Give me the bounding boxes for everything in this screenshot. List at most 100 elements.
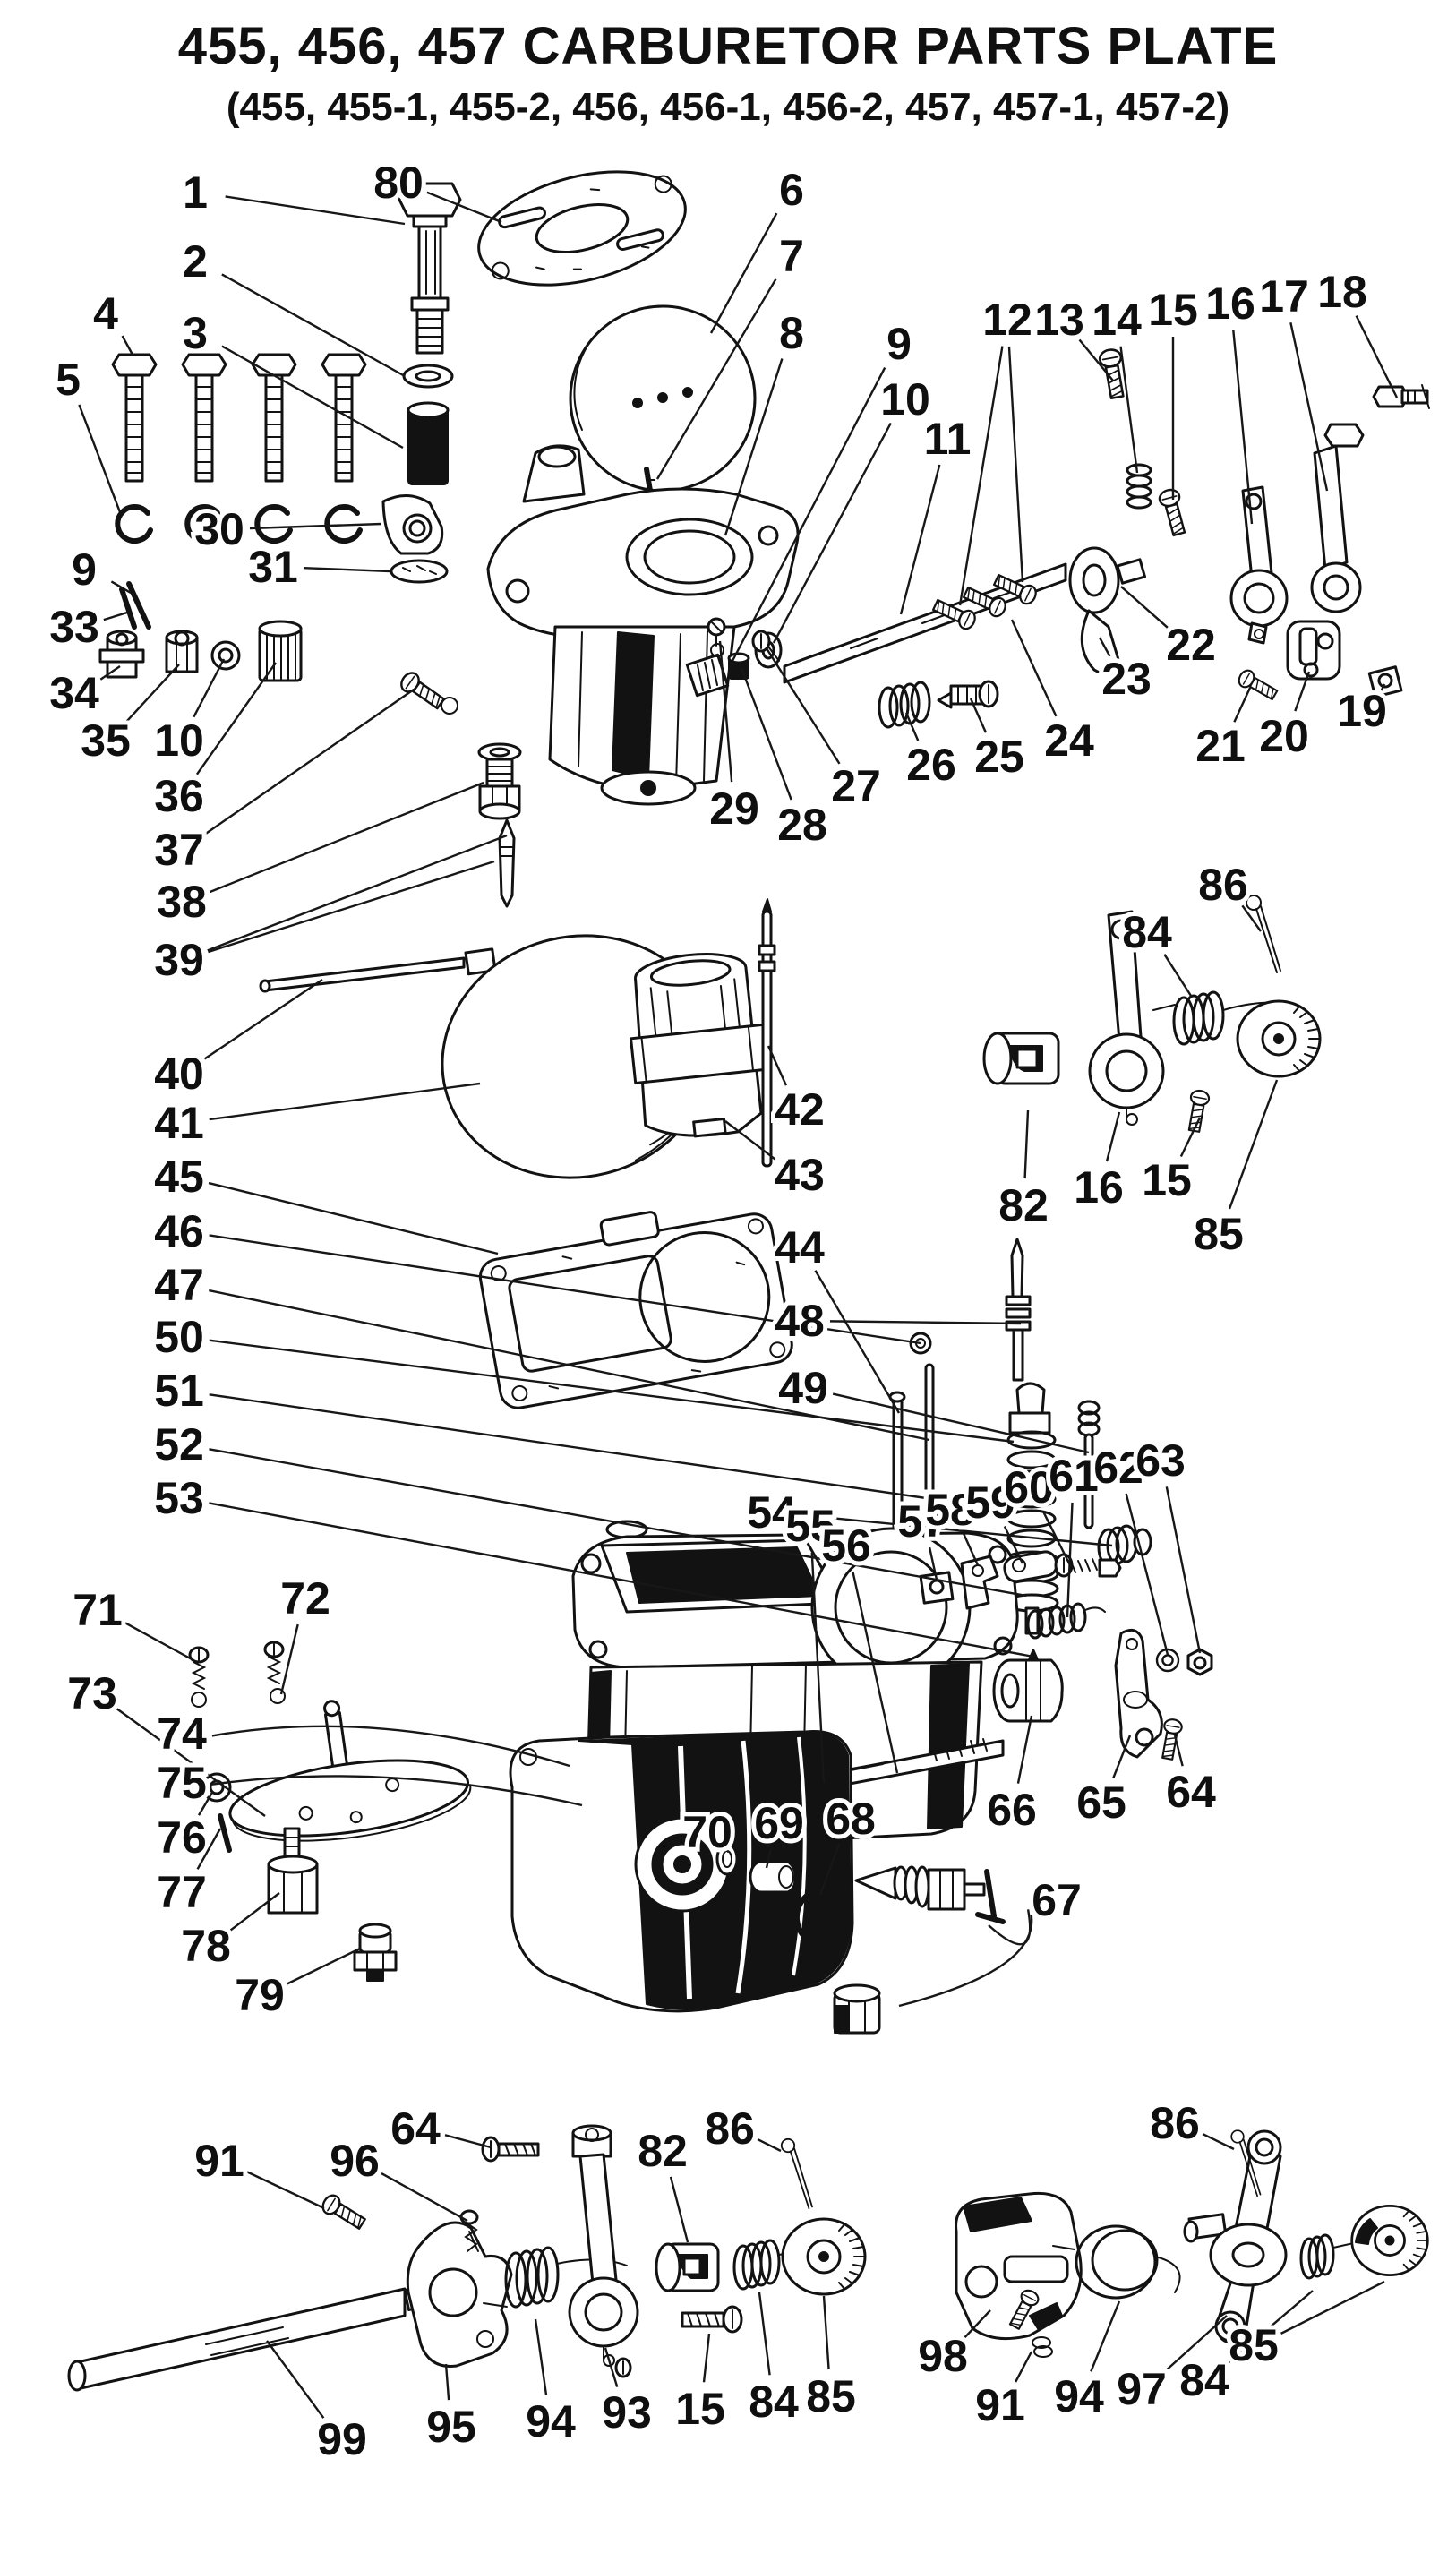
callout-29: 29 [709,784,759,834]
leader-line-57 [928,1546,938,1581]
callout-64: 64 [1166,1767,1216,1817]
leader-line-72 [279,1623,299,1695]
leader-line-59 [1003,1525,1024,1564]
part-knurled-nut-b [781,2217,867,2296]
callout-85: 85 [1194,1209,1244,1259]
part-screw-15b [681,2305,743,2334]
callout-82: 82 [638,2126,688,2176]
leader-line-64 [1173,1735,1184,1767]
part-choke-housing-98 [955,2191,1083,2341]
leader-line-86 [1202,2132,1235,2151]
callout-44: 44 [775,1222,825,1272]
part-pump-arm-65 [1114,1628,1163,1759]
part-needle-seat-assembly [854,1865,1006,1924]
leader-line-98 [964,2309,991,2339]
leader-line-11 [899,464,941,615]
leader-line-91 [1015,2351,1033,2383]
part-elbow-fitting [381,494,444,555]
leader-line-69 [765,1848,773,1869]
part-plunger-sleeve [407,401,450,485]
callout-95: 95 [426,2402,476,2452]
leader-line-55 [810,1552,826,1783]
callout-39: 39 [154,935,204,985]
callout-49: 49 [778,1363,828,1413]
leader-line-74 [211,1725,570,1768]
leader-line-22 [1120,586,1169,629]
part-screw-64b [481,2136,540,2163]
leader-line-18 [1355,315,1399,398]
leader-line-84 [758,2292,771,2376]
part-vent-screw [397,668,458,715]
leader-line-27 [765,647,841,765]
part-shaft-lever [1068,546,1147,675]
leader-line-61 [1066,1502,1074,1618]
callout-30: 30 [194,504,244,554]
part-inlet-nut [165,630,199,673]
leader-line-15 [702,2333,711,2383]
leader-line-29 [718,640,733,783]
callout-61: 61 [1049,1451,1099,1501]
part-pump-diaphragm [228,1700,472,1842]
part-cam-lever-95 [406,2221,513,2368]
callout-85: 85 [1229,2320,1279,2370]
leader-line-86 [757,2137,782,2153]
part-clamp-screw-b [1184,1088,1212,1134]
callout-59: 59 [965,1478,1015,1528]
callout-9: 9 [72,544,97,595]
callout-33: 33 [49,602,99,652]
part-throttle-lever [1229,485,1289,645]
part-drain-fitting-78 [267,1827,319,1915]
callout-40: 40 [154,1049,204,1099]
leader-line-54 [801,1513,1113,1547]
part-knurled-nut-c [1350,2204,1429,2277]
leader-line-36 [195,662,277,775]
callout-64: 64 [390,2103,441,2154]
leader-line-68 [818,1843,841,1896]
callout-85: 85 [806,2371,856,2421]
leader-line-34 [99,665,121,681]
leader-line-12 [958,346,1004,606]
callout-53: 53 [154,1473,204,1523]
callout-13: 13 [1034,295,1084,345]
leader-line-16 [1232,330,1254,525]
callout-94: 94 [1054,2371,1104,2421]
leader-line-38 [210,781,484,894]
leader-line-13 [1078,338,1114,381]
leader-line-58 [963,1533,980,1566]
callout-65: 65 [1076,1778,1126,1828]
callout-47: 47 [154,1260,204,1310]
part-float-needle [498,818,516,908]
callout-22: 22 [1166,620,1216,670]
leader-line-35 [125,664,180,723]
callout-46: 46 [154,1206,204,1256]
part-flange-bolts [111,353,367,483]
callout-8: 8 [779,308,804,358]
leader-line-64 [444,2134,492,2149]
callout-86: 86 [1150,2098,1200,2148]
leader-line-7 [655,278,777,480]
leader-line-6 [709,212,778,334]
leader-line-84 [1163,954,1193,997]
callout-25: 25 [974,732,1024,782]
part-torsion-spring-a [1152,990,1280,1046]
page-header: 455, 456, 457 CARBURETOR PARTS PLATE (45… [0,16,1456,130]
leader-line-37 [203,689,415,836]
leader-line-42 [767,1045,788,1086]
callout-48: 48 [775,1296,825,1346]
part-swivel-bolt [1372,384,1430,409]
callout-3: 3 [183,308,208,358]
leader-line-99 [266,2340,325,2419]
leader-line-77 [196,1828,222,1870]
part-anchor-plate [960,1555,999,1610]
callout-86: 86 [1198,860,1248,910]
callout-1: 1 [183,167,208,218]
leader-line-85 [1228,1079,1279,1210]
leader-line-76 [197,1790,215,1816]
leader-line-75 [211,1775,583,1807]
page-title: 455, 456, 457 CARBURETOR PARTS PLATE [177,17,1279,75]
callout-97: 97 [1117,2364,1167,2414]
part-float-pin [259,947,497,993]
leader-line-44 [814,1270,901,1414]
callout-9: 9 [886,319,912,369]
leader-line-20 [1294,671,1311,712]
